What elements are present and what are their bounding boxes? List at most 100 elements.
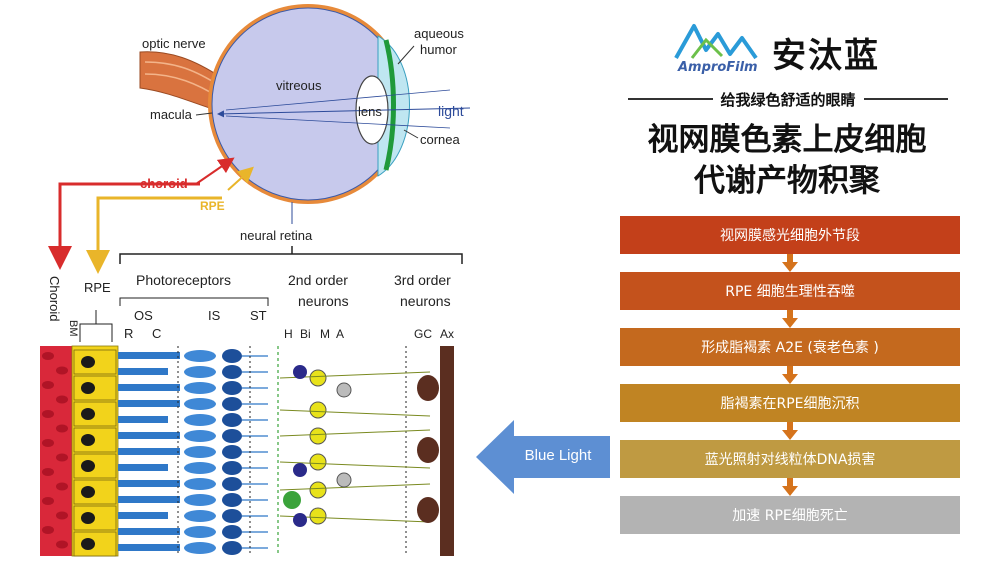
arrow-down-icon [782, 310, 798, 328]
label-bi: Bi [300, 327, 311, 341]
ganglion-cell [417, 437, 439, 463]
horizontal-neuron [293, 365, 307, 379]
process-step-5: 蓝光照射对线粒体DNA损害 [620, 440, 960, 478]
choroid-cell [42, 497, 54, 505]
label-vitreous: vitreous [276, 78, 322, 93]
photoreceptor-inner-segment [184, 398, 216, 410]
label-rpe-eye: RPE [200, 199, 225, 213]
label-neural-retina: neural retina [240, 228, 313, 243]
photoreceptor-inner-segment [184, 494, 216, 506]
retina-layers [40, 345, 454, 557]
label-a: A [336, 327, 344, 341]
photoreceptor-nucleus [222, 381, 242, 395]
brand-logo-text: AmproFilm [678, 60, 758, 75]
photoreceptor-outer-segment [118, 352, 180, 359]
arrow-down-icon [782, 478, 798, 496]
label-is: IS [208, 308, 221, 323]
horizontal-neuron [293, 463, 307, 477]
photoreceptor-inner-segment [184, 478, 216, 490]
arrow-down-icon [782, 254, 798, 272]
label-os: OS [134, 308, 153, 323]
choroid-cell [42, 526, 54, 534]
neuron-dendrite [279, 483, 431, 491]
blue-light-arrow [476, 420, 610, 494]
photoreceptor-outer-segment [118, 480, 180, 487]
photoreceptor-inner-segment [184, 542, 216, 554]
photoreceptor-nucleus [222, 461, 242, 475]
photoreceptor-nucleus [222, 365, 242, 379]
amacrine-neuron [336, 472, 352, 488]
photoreceptor-outer-segment [118, 496, 180, 503]
label-macula: macula [150, 107, 193, 122]
photoreceptor-outer-segment [118, 400, 180, 407]
label-m: M [320, 327, 330, 341]
amacrine-neuron [336, 382, 352, 398]
rpe-nucleus [81, 512, 95, 524]
photoreceptor-nucleus [222, 525, 242, 539]
choroid-cell [56, 395, 68, 404]
slogan-line-right [863, 98, 949, 100]
process-step-6: 加速 RPE细胞死亡 [620, 496, 960, 534]
label-choroid-vertical: Choroid [47, 276, 62, 322]
bipolar-neuron [309, 427, 327, 445]
rpe-nucleus [81, 382, 95, 394]
photoreceptor-inner-segment [184, 430, 216, 442]
choroid-layer [40, 346, 72, 556]
label-light: light [438, 103, 464, 119]
label-c: C [152, 326, 161, 341]
horizontal-neuron [293, 513, 307, 527]
ganglion-cell [417, 497, 439, 523]
rpe-nucleus [81, 408, 95, 420]
label-second-order-2: neurons [298, 293, 349, 309]
photoreceptor-inner-segment [184, 350, 216, 362]
label-bm: BM [67, 320, 79, 337]
label-second-order-1: 2nd order [288, 272, 348, 288]
neuron-dendrite [279, 461, 431, 469]
brand-name: 安汰蓝 [772, 36, 880, 76]
bipolar-neuron [309, 507, 327, 525]
process-step-3: 形成脂褐素 A2E (衰老色素 ) [620, 328, 960, 366]
photoreceptor-outer-segment [118, 464, 168, 471]
blue-light-label: Blue Light [524, 447, 592, 464]
process-step-2: RPE 细胞生理性吞噬 [620, 272, 960, 310]
photoreceptor-nucleus [222, 541, 242, 555]
arrow-down-icon [782, 422, 798, 440]
label-st: ST [250, 308, 267, 323]
brand-header: AmproFilm 安汰蓝 [672, 20, 932, 80]
slogan: 给我绿色舒适的眼睛 [720, 90, 856, 109]
photoreceptor-inner-segment [184, 446, 216, 458]
choroid-cell [56, 453, 68, 462]
axon-layer [440, 346, 454, 556]
photoreceptor-inner-segment [184, 526, 216, 538]
photoreceptor-nucleus [222, 349, 242, 363]
photoreceptor-outer-segment [118, 512, 168, 519]
photoreceptor-outer-segment [118, 528, 180, 535]
slogan-line-left [628, 98, 713, 100]
bipolar-neuron [309, 401, 327, 419]
choroid-cell [42, 352, 54, 360]
process-step-1: 视网膜感光细胞外节段 [620, 216, 960, 254]
title-line-2: 代谢产物积聚 [694, 163, 880, 199]
label-r: R [124, 326, 133, 341]
label-lens: lens [358, 104, 382, 119]
neuron-dendrite [279, 371, 431, 379]
label-gc: GC [414, 327, 432, 341]
rpe-nucleus [81, 486, 95, 498]
label-optic-nerve: optic nerve [142, 36, 206, 51]
bipolar-neuron [309, 369, 327, 387]
choroid-cell [56, 540, 68, 549]
neuron-dendrite [279, 429, 431, 437]
muller-cell [283, 491, 301, 509]
choroid-cell [42, 439, 54, 447]
rpe-nucleus [81, 538, 95, 550]
label-aqueous-2: humor [420, 42, 458, 57]
slogan-row: 给我绿色舒适的眼睛 [628, 88, 949, 110]
photoreceptor-nucleus [222, 429, 242, 443]
ganglion-cell [417, 375, 439, 401]
label-h: H [284, 327, 293, 341]
photoreceptor-inner-segment [184, 366, 216, 378]
label-cornea: cornea [420, 132, 461, 147]
photoreceptor-nucleus [222, 477, 242, 491]
label-rpe-layer: RPE [84, 280, 111, 295]
photoreceptor-outer-segment [118, 448, 180, 455]
